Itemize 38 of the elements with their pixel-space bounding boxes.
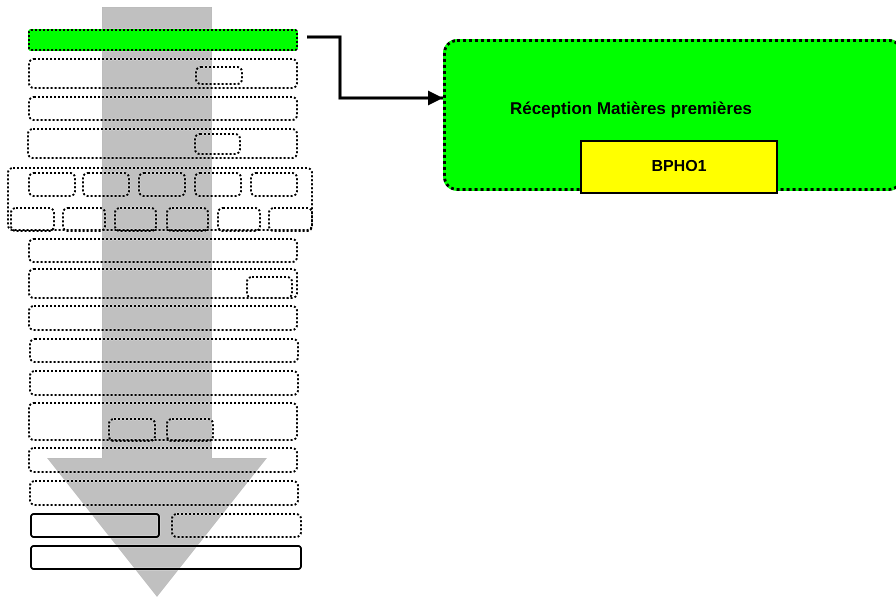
flow-arrow <box>47 7 267 597</box>
dotted-box <box>10 207 55 232</box>
dotted-box <box>7 167 313 231</box>
stage-title: Réception Matières premières <box>510 99 752 119</box>
dotted-box <box>114 207 157 232</box>
dotted-box <box>29 370 299 396</box>
dotted-box <box>250 172 298 197</box>
dotted-box <box>29 338 299 363</box>
dotted-box <box>194 172 242 197</box>
outlined-box <box>30 545 302 570</box>
dotted-box <box>166 207 209 232</box>
connector-arrow <box>307 36 443 106</box>
dotted-box <box>28 305 298 331</box>
dotted-box <box>29 480 299 506</box>
dotted-box <box>246 276 293 299</box>
dotted-box <box>82 172 130 197</box>
code-label: BPHO1 <box>651 158 707 176</box>
outlined-box <box>30 513 160 538</box>
dotted-box <box>27 128 298 159</box>
dotted-box <box>217 207 261 232</box>
dotted-box <box>62 207 106 232</box>
dotted-box <box>28 268 298 299</box>
dotted-box <box>138 172 186 197</box>
dotted-box <box>195 66 243 85</box>
dotted-box <box>171 513 302 538</box>
dotted-box <box>28 96 298 121</box>
code-box <box>580 140 778 194</box>
dotted-box <box>166 418 214 442</box>
dotted-box <box>28 402 298 441</box>
dotted-box <box>194 133 241 155</box>
dotted-box <box>28 447 298 473</box>
dotted-box <box>28 172 76 197</box>
stage-box <box>443 39 896 191</box>
dotted-box <box>268 207 313 232</box>
dotted-box <box>28 238 298 263</box>
stage-bar <box>28 29 298 51</box>
dotted-box <box>28 58 298 89</box>
dotted-box <box>108 418 156 442</box>
